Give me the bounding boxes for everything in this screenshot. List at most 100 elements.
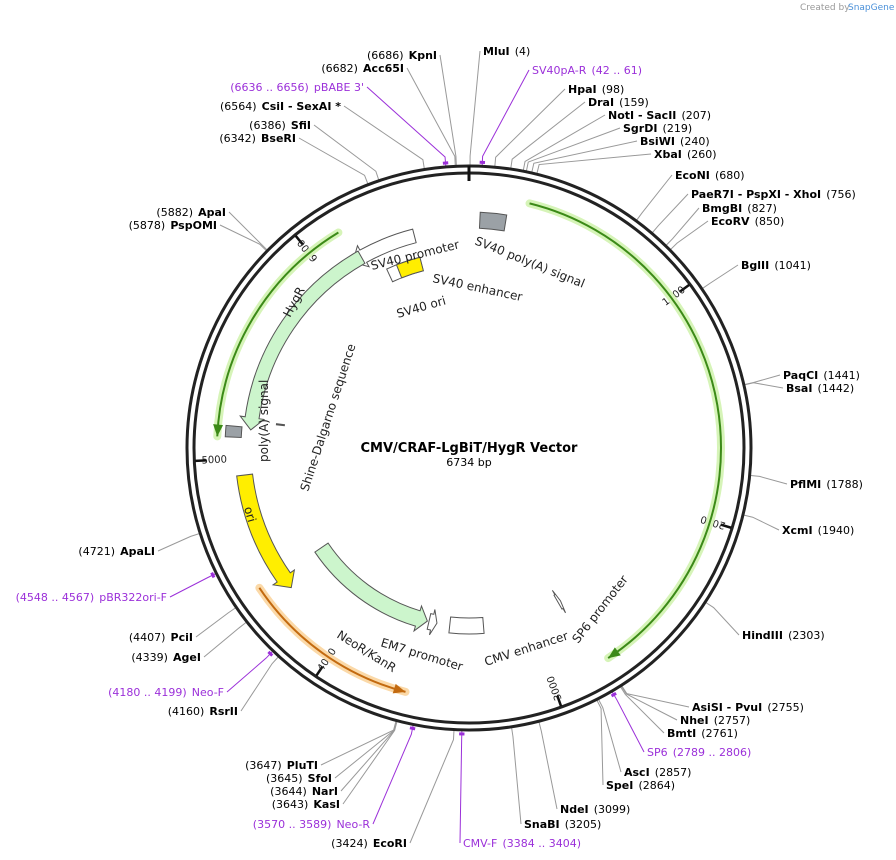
site-label-pspomi[interactable]: (5878) PspOMI bbox=[129, 214, 217, 233]
primer-name-neo-f: Neo-F bbox=[192, 686, 224, 699]
tick-mark-1000 bbox=[679, 283, 690, 293]
site-label-hindiii[interactable]: HindIII (2303) bbox=[742, 624, 825, 643]
site-label-spei[interactable]: SpeI (2864) bbox=[606, 774, 675, 793]
feature-sv40-promoter[interactable] bbox=[352, 228, 417, 268]
primer-label-pbr322ori-f[interactable]: (4548 .. 4567) pBR322ori-F bbox=[16, 586, 167, 605]
feature-shine-dalgarno-sequence[interactable] bbox=[275, 423, 286, 427]
site-name-econi: EcoNI bbox=[675, 169, 710, 182]
site-labels: MluI (4) HpaI (98)DraI (159)NotI - SacII … bbox=[16, 40, 863, 851]
site-label-apai[interactable]: (5882) ApaI bbox=[156, 201, 226, 220]
site-line-ecori bbox=[409, 730, 455, 844]
primer-label-neo-r[interactable]: (3570 .. 3589) Neo-R bbox=[253, 813, 371, 832]
primer-range-pbabe-3: (6636 .. 6656) bbox=[230, 81, 309, 94]
site-label-agei[interactable]: (4339) AgeI bbox=[131, 646, 201, 665]
site-label-snabi[interactable]: SnaBI (3205) bbox=[524, 813, 601, 832]
feature-poly-a-signal[interactable] bbox=[224, 424, 243, 438]
site-label-hpai[interactable]: HpaI (98) bbox=[568, 78, 624, 97]
site-label-kasi[interactable]: (3643) KasI bbox=[272, 793, 340, 812]
primer-name-pbabe-3: pBABE 3' bbox=[314, 81, 364, 94]
site-label-nhei[interactable]: NheI (2757) bbox=[680, 709, 750, 728]
site-label-paer7i-pspxi-xhoi[interactable]: PaeR7I - PspXI - XhoI (756) bbox=[691, 183, 856, 202]
site-label-econi[interactable]: EcoNI (680) bbox=[675, 164, 745, 183]
site-name-apali: ApaLI bbox=[120, 545, 155, 558]
site-line-pcii bbox=[195, 607, 236, 638]
site-label-xcmi[interactable]: XcmI (1940) bbox=[782, 519, 854, 538]
primer-label-sp6[interactable]: SP6 (2789 .. 2806) bbox=[647, 741, 751, 760]
site-pos-hindiii: (2303) bbox=[788, 629, 825, 642]
site-label-apali[interactable]: (4721) ApaLI bbox=[78, 540, 155, 559]
site-label-sgrdi[interactable]: SgrDI (219) bbox=[623, 117, 692, 136]
site-name-paer7i-pspxi-xhoi: PaeR7I - PspXI - XhoI bbox=[691, 188, 821, 201]
site-label-bseri[interactable]: (6342) BseRI bbox=[219, 127, 296, 146]
site-label-bsai[interactable]: BsaI (1442) bbox=[786, 377, 854, 396]
site-pos-bsiwi: (240) bbox=[680, 135, 710, 148]
site-label-mlui[interactable]: MluI (4) bbox=[483, 40, 530, 59]
site-line-ecorv bbox=[670, 220, 709, 250]
feature-cmv-enhancer[interactable] bbox=[448, 616, 485, 635]
orf-arc-hygr-orf bbox=[216, 231, 339, 437]
site-line-agei bbox=[203, 621, 247, 658]
site-label-csii-sexai[interactable]: (6564) CsiI - SexAI * bbox=[220, 95, 341, 114]
site-label-paqci[interactable]: PaqCI (1441) bbox=[783, 364, 860, 383]
feature-hygr[interactable] bbox=[239, 250, 366, 431]
site-name-bglii: BglII bbox=[741, 259, 769, 272]
primer-name-cmv-f: CMV-F bbox=[463, 837, 497, 850]
site-label-kpni[interactable]: (6686) KpnI bbox=[367, 44, 437, 63]
site-label-pflmi[interactable]: PflMI (1788) bbox=[790, 473, 863, 492]
site-label-rsrii[interactable]: (4160) RsrII bbox=[168, 700, 238, 719]
map-length: 6734 bp bbox=[446, 456, 491, 469]
site-label-ndei[interactable]: NdeI (3099) bbox=[560, 798, 630, 817]
site-label-ecorv[interactable]: EcoRV (850) bbox=[711, 210, 784, 229]
site-pos-noti-sacii: (207) bbox=[681, 109, 711, 122]
site-label-xbai[interactable]: XbaI (260) bbox=[654, 143, 717, 162]
site-label-asci[interactable]: AscI (2857) bbox=[624, 761, 691, 780]
site-pos-drai: (159) bbox=[619, 96, 649, 109]
site-label-acc65i[interactable]: (6682) Acc65I bbox=[321, 57, 404, 76]
site-pos-ecorv: (850) bbox=[755, 215, 785, 228]
site-pos-xbai: (260) bbox=[687, 148, 717, 161]
site-label-bmgbi[interactable]: BmgBI (827) bbox=[702, 197, 777, 216]
primer-line-cmv-f bbox=[459, 730, 463, 844]
site-label-drai[interactable]: DraI (159) bbox=[588, 91, 649, 110]
site-line-ndei bbox=[538, 722, 558, 810]
site-label-nari[interactable]: (3644) NarI bbox=[270, 780, 338, 799]
site-label-asisi-pvui[interactable]: AsiSI - PvuI (2755) bbox=[692, 696, 804, 715]
feature-sv40-ori[interactable] bbox=[395, 256, 424, 279]
primer-range-neo-r: (3570 .. 3589) bbox=[253, 818, 332, 831]
primer-label-cmv-f[interactable]: CMV-F (3384 .. 3404) bbox=[463, 832, 581, 851]
site-label-ecori[interactable]: (3424) EcoRI bbox=[331, 832, 407, 851]
primer-marks bbox=[210, 160, 617, 736]
site-line-rsrii bbox=[240, 656, 279, 712]
site-label-bmti[interactable]: BmtI (2761) bbox=[667, 722, 738, 741]
feature-sp6-promoter[interactable] bbox=[551, 590, 566, 614]
site-name-bmgbi: BmgBI bbox=[702, 202, 742, 215]
feature-ori[interactable] bbox=[236, 473, 296, 589]
site-label-sfoi[interactable]: (3645) SfoI bbox=[266, 767, 332, 786]
site-pos-kpni: (6686) bbox=[367, 49, 404, 62]
site-label-bsiwi[interactable]: BsiWI (240) bbox=[640, 130, 710, 149]
site-name-asisi-pvui: AsiSI - PvuI bbox=[692, 701, 762, 714]
site-name-sfii: SfiI bbox=[291, 119, 311, 132]
site-label-bglii[interactable]: BglII (1041) bbox=[741, 254, 811, 273]
primer-label-sv40pa-r[interactable]: SV40pA-R (42 .. 61) bbox=[532, 59, 642, 78]
feature-sv40-poly-a-signal[interactable] bbox=[478, 211, 508, 232]
site-label-sfii[interactable]: (6386) SfiI bbox=[249, 114, 311, 133]
site-label-pluti[interactable]: (3647) PluTI bbox=[245, 754, 318, 773]
primer-range-sv40pa-r: (42 .. 61) bbox=[591, 64, 642, 77]
credit-prefix: Created by bbox=[800, 3, 850, 13]
site-pos-ndei: (3099) bbox=[594, 803, 631, 816]
site-pos-pflmi: (1788) bbox=[826, 478, 863, 491]
site-name-xcmi: XcmI bbox=[782, 524, 813, 537]
site-leader-lines bbox=[157, 50, 788, 844]
feature-label-poly-a-signal: poly(A) signal bbox=[257, 380, 271, 462]
orf-arc-craf-lgbit bbox=[529, 202, 722, 659]
primer-label-neo-f[interactable]: (4180 .. 4199) Neo-F bbox=[108, 681, 224, 700]
site-line-kpni bbox=[439, 54, 457, 166]
site-name-bmti: BmtI bbox=[667, 727, 696, 740]
primer-label-pbabe-3[interactable]: (6636 .. 6656) pBABE 3' bbox=[230, 76, 364, 95]
feature-neor-kanr[interactable] bbox=[314, 542, 428, 633]
feature-em7-promoter[interactable] bbox=[426, 609, 438, 636]
site-label-pcii[interactable]: (4407) PciI bbox=[129, 626, 193, 645]
site-line-pflmi bbox=[750, 475, 788, 485]
site-label-noti-sacii[interactable]: NotI - SacII (207) bbox=[608, 104, 711, 123]
